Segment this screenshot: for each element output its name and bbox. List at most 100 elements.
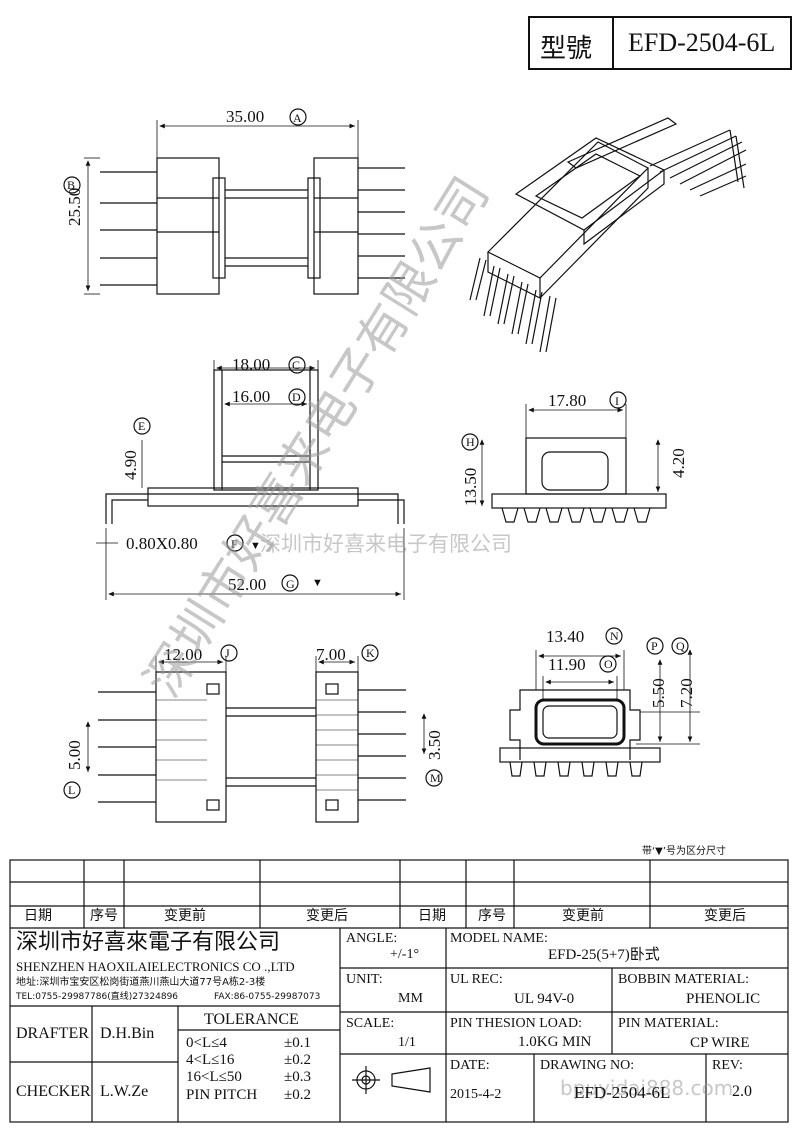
dim-d-tag: D <box>292 390 301 404</box>
dim-h-value: 13.50 <box>461 468 480 506</box>
dim-c-tag: C <box>292 358 300 372</box>
unit-value: MM <box>398 991 423 1006</box>
company-tel: TEL:0755-29987786(直线)27324896 <box>16 992 179 1002</box>
model-header: 型號 EFD-2504-6L <box>528 16 792 70</box>
rev-no-label-2: 序号 <box>478 909 506 924</box>
angle-value: +/-1° <box>390 947 420 962</box>
dim-e-value: 4.90 <box>121 450 140 480</box>
dim-k-value: 7.00 <box>316 645 346 664</box>
rev-after-label: 变更后 <box>306 909 348 924</box>
company-name-cn: 深圳市好喜來電子有限公司 <box>16 930 281 955</box>
company-name-en: SHENZHEN HAOXILAIELECTRONICS CO .,LTD <box>16 959 295 974</box>
model-value: EFD-2504-6L <box>628 28 776 57</box>
title-block-grid <box>9 859 789 1123</box>
header-divider <box>612 18 614 68</box>
dim-g-value: 52.00 <box>228 575 266 594</box>
pin-load-label: PIN THESION LOAD: <box>450 1016 582 1031</box>
dim-l-tag: L <box>68 783 75 797</box>
dim-f-value: 0.80X0.80 <box>126 534 198 553</box>
model-name-label: MODEL NAME: <box>450 931 548 946</box>
dim-f-tag: F <box>231 537 238 551</box>
dim-c-value: 18.00 <box>232 355 270 374</box>
mark-note: 带‘▼’号为区分尺寸 <box>642 844 726 857</box>
company-address: 地址:深圳市宝安区松岗街道燕川燕山大道77号A栋2-3楼 <box>16 977 266 988</box>
drafter-value: D.H.Bin <box>100 1025 155 1042</box>
angle-label: ANGLE: <box>346 931 398 946</box>
svg-text:▼: ▼ <box>250 540 261 552</box>
tol-range-4: PIN PITCH <box>186 1087 258 1103</box>
checker-label: CHECKER <box>16 1083 91 1100</box>
tol-value-4: ±0.2 <box>284 1087 311 1103</box>
dim-d-value: 16.00 <box>232 387 270 406</box>
drafter-label: DRAFTER <box>16 1025 89 1042</box>
dim-o-value: 11.90 <box>548 655 586 674</box>
scale-label: SCALE: <box>346 1016 395 1031</box>
dim-q-tag: Q <box>676 639 685 653</box>
section-view <box>499 627 700 777</box>
rev-date-label-2: 日期 <box>418 909 446 924</box>
checker-value: L.W.Ze <box>100 1083 149 1100</box>
dim-i-value: 17.80 <box>548 391 586 410</box>
bobbin-material-value: PHENOLIC <box>686 991 761 1007</box>
tol-range-3: 16<L≤50 <box>186 1069 242 1085</box>
drawing-no-label: DRAWING NO: <box>540 1058 635 1073</box>
unit-label: UNIT: <box>346 972 383 987</box>
ul-value: UL 94V-0 <box>514 991 575 1007</box>
dim-l-value: 5.00 <box>65 740 84 770</box>
front-view <box>96 356 405 600</box>
isometric-view <box>469 117 747 353</box>
rev-before-label: 变更前 <box>164 909 206 924</box>
rev-no-label: 序号 <box>90 909 118 924</box>
dim-m-tag: M <box>430 771 441 785</box>
rev-after-label-2: 变更后 <box>704 909 746 924</box>
dim-e-tag: E <box>138 419 145 433</box>
svg-text:▼: ▼ <box>312 577 323 589</box>
model-name-value: EFD-25(5+7)卧式 <box>548 947 660 963</box>
date-label: DATE: <box>450 1058 490 1073</box>
side-view <box>461 391 667 523</box>
top-view <box>63 108 405 295</box>
date-value: 2015-4-2 <box>450 1087 502 1102</box>
dim-o-tag: O <box>604 657 613 671</box>
model-label: 型號 <box>540 34 593 64</box>
dim-n-tag: N <box>610 629 619 643</box>
projection-symbol-icon <box>352 1066 431 1094</box>
pin-material-label: PIN MATERIAL: <box>618 1016 719 1031</box>
dim-a-tag: A <box>293 111 302 125</box>
dim-p-value: 5.50 <box>649 678 668 708</box>
bottom-view <box>63 644 443 823</box>
scale-value: 1/1 <box>398 1035 416 1050</box>
dim-r-value: 4.20 <box>669 448 688 478</box>
dim-j-tag: J <box>225 646 230 660</box>
dim-m-value: 3.50 <box>425 730 444 760</box>
dim-b-tag: B <box>67 178 75 192</box>
dim-q-value: 7.20 <box>677 678 696 708</box>
rev-label: REV: <box>712 1058 743 1073</box>
company-fax: FAX:86-0755-29987073 <box>214 992 321 1002</box>
tol-value-2: ±0.2 <box>284 1052 311 1068</box>
dim-n-value: 13.40 <box>546 627 584 646</box>
dim-i-tag: I <box>615 394 619 408</box>
pin-material-value: CP WIRE <box>690 1035 750 1051</box>
drawing-no-value: EFD-2504-6L <box>574 1083 671 1102</box>
dim-k-tag: K <box>366 646 375 660</box>
rev-before-label-2: 变更前 <box>562 909 604 924</box>
tol-range-1: 0<L≤4 <box>186 1035 227 1051</box>
bobbin-material-label: BOBBIN MATERIAL: <box>618 972 750 987</box>
dim-p-tag: P <box>651 639 658 653</box>
dim-h-tag: H <box>466 435 475 449</box>
dim-b-value: 25.50 <box>65 188 84 226</box>
pin-load-value: 1.0KG MIN <box>518 1034 592 1050</box>
rev-value: 2.0 <box>732 1083 752 1100</box>
watermark-site: bpuyidai888.com <box>560 1076 734 1100</box>
tolerance-label: TOLERANCE <box>204 1011 299 1028</box>
tol-range-2: 4<L≤16 <box>186 1052 235 1068</box>
dim-g-tag: G <box>286 577 295 591</box>
rev-date-label: 日期 <box>24 909 52 924</box>
tol-value-3: ±0.3 <box>284 1069 311 1085</box>
watermark-horizontal: 深圳市好喜来电子有限公司 <box>260 532 512 556</box>
dim-j-value: 12.00 <box>164 645 202 664</box>
ul-label: UL REC: <box>450 972 503 987</box>
dim-a-value: 35.00 <box>226 107 264 126</box>
